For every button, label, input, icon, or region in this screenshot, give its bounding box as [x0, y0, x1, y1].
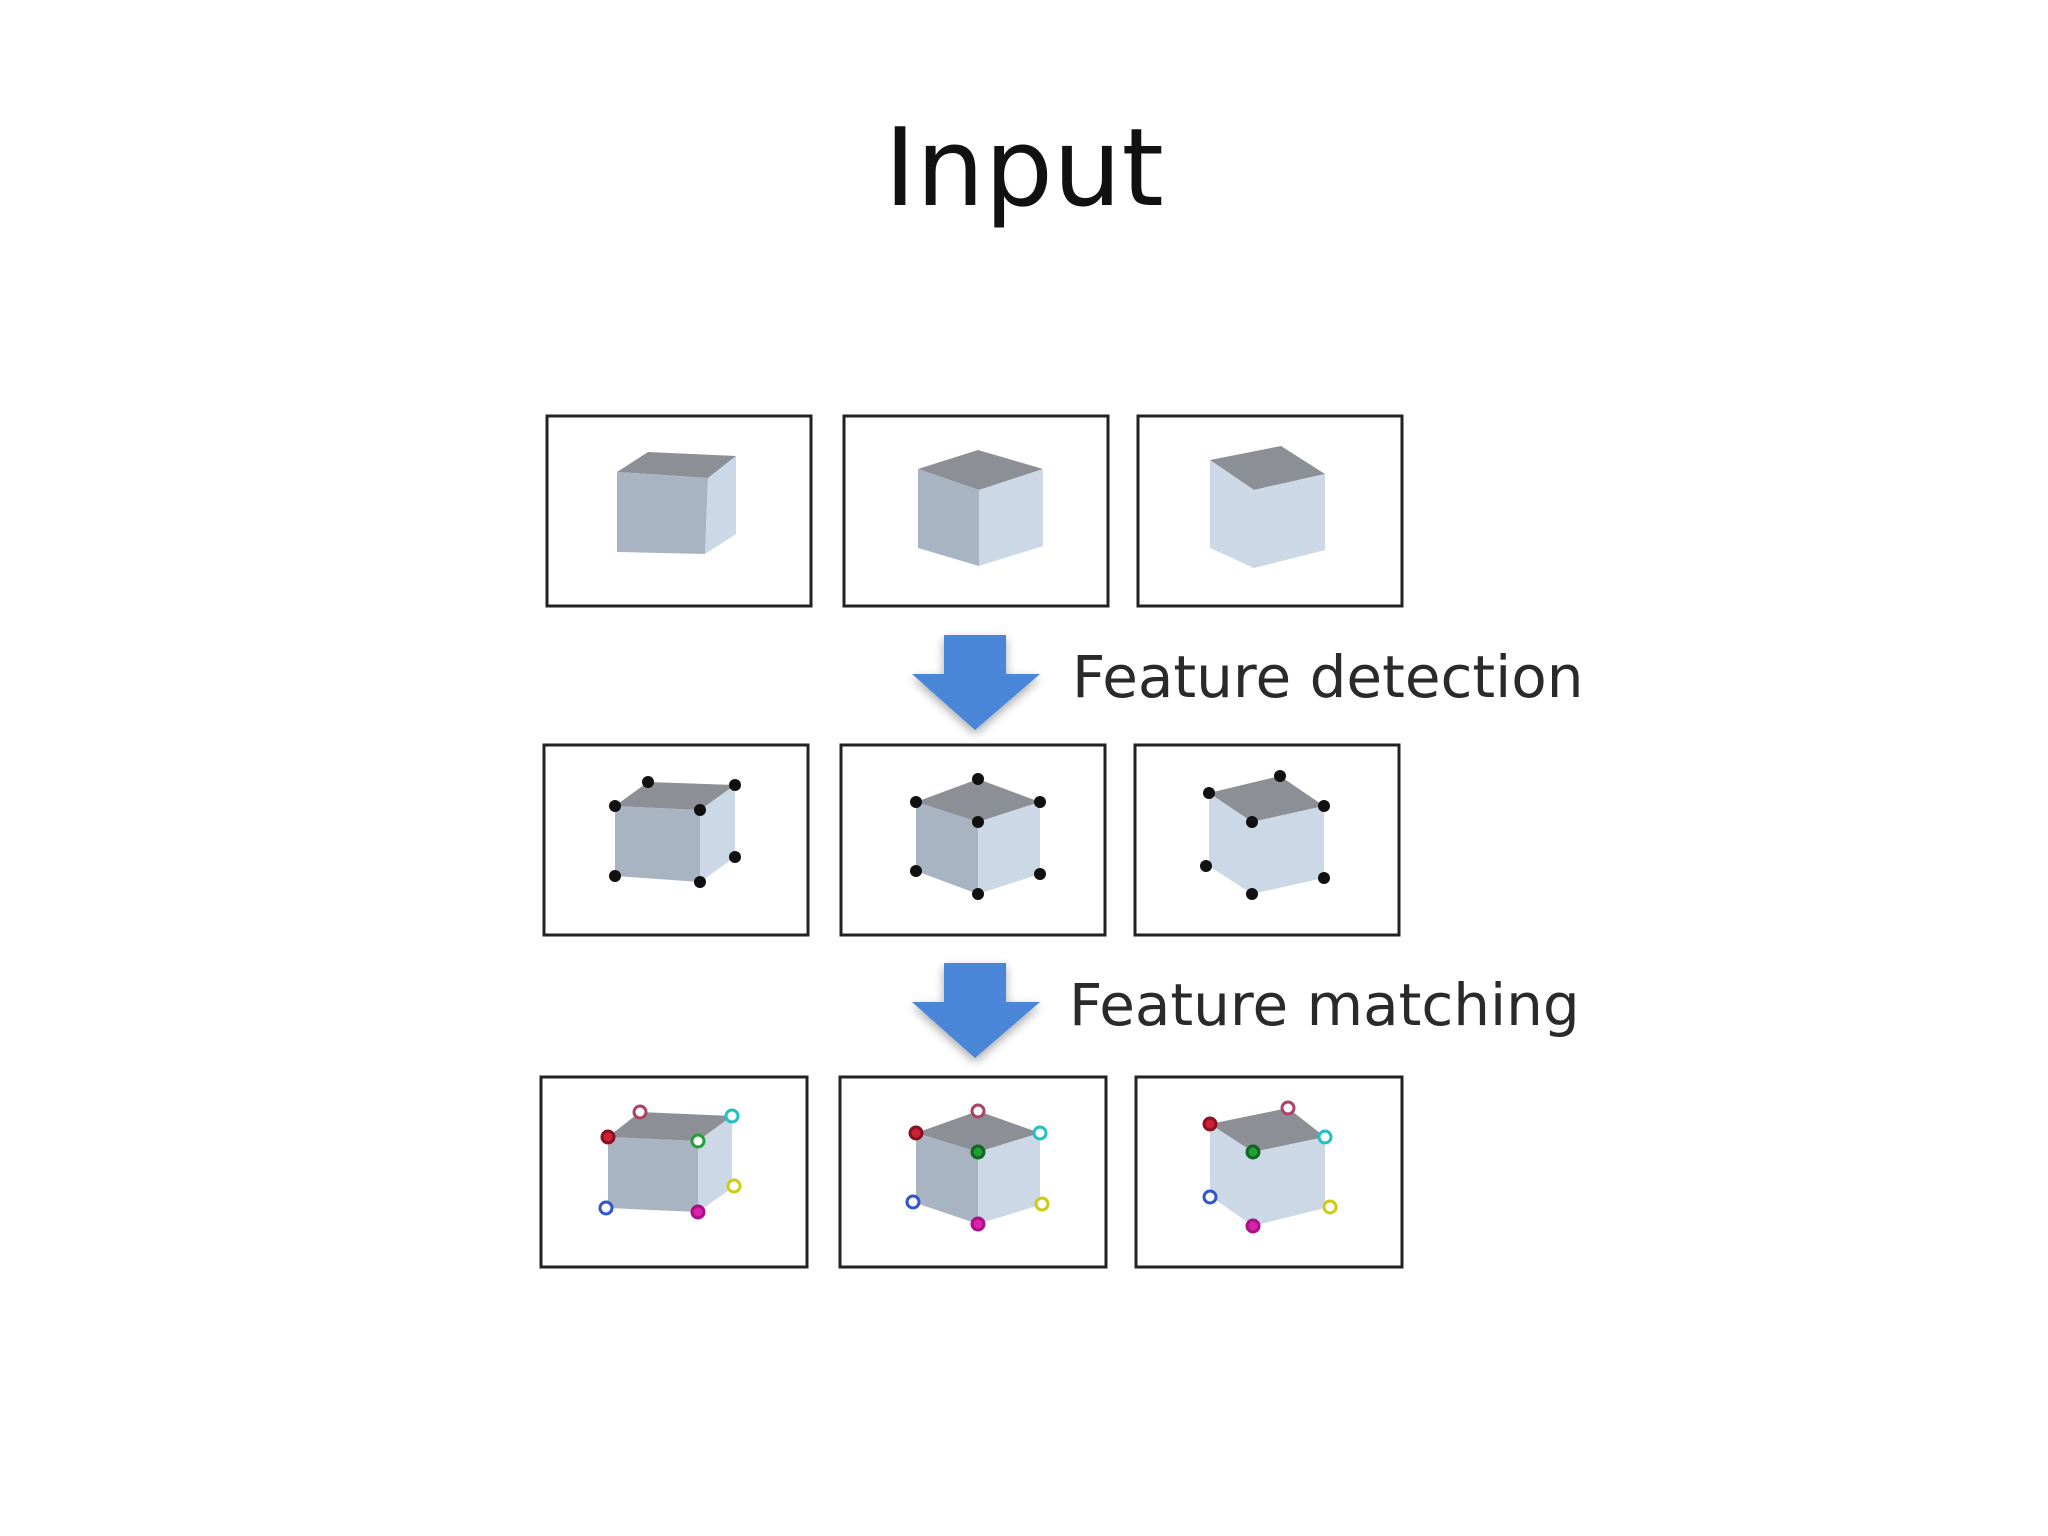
- keypoints: [1200, 770, 1330, 900]
- cube-top-face: [916, 779, 1040, 822]
- keypoints: [609, 776, 741, 888]
- feature-matching-label: Feature matching: [1069, 971, 1580, 1039]
- cube-side-face: [1252, 806, 1324, 894]
- cube-side-face: [979, 469, 1043, 566]
- slide-title: Input: [884, 106, 1164, 231]
- matched-keypoints: [1202, 1100, 1338, 1234]
- input-view-2: [842, 414, 1110, 608]
- cube-top-face: [1209, 776, 1324, 822]
- feature-detection-label: Feature detection: [1072, 643, 1584, 711]
- cube-front-face: [1209, 793, 1252, 894]
- matched-keypoints: [905, 1103, 1050, 1232]
- matching-view-3: [1134, 1075, 1404, 1269]
- detection-row: [542, 743, 1401, 937]
- cube-front-face: [918, 469, 979, 566]
- cube-side-face: [978, 1133, 1040, 1224]
- cube-side-face: [1253, 1137, 1325, 1226]
- cube-top-face: [1210, 1108, 1325, 1152]
- down-arrow-icon: [912, 963, 1040, 1058]
- input-view-1: [545, 414, 813, 608]
- cube-top-face: [1210, 446, 1325, 490]
- cube-front-face: [608, 1137, 698, 1212]
- cube-front-face: [916, 1133, 978, 1224]
- cube-side-face: [705, 456, 736, 554]
- down-arrow-icon: [912, 635, 1040, 730]
- matching-view-1: [539, 1075, 809, 1269]
- cube-front-face: [916, 802, 978, 894]
- detection-view-3: [1133, 743, 1401, 937]
- cube-side-face: [1254, 474, 1325, 568]
- cube-side-face: [698, 1116, 732, 1212]
- input-view-3: [1136, 414, 1404, 608]
- matched-keypoints: [598, 1104, 742, 1220]
- cube-side-face: [978, 802, 1040, 894]
- cube-top-face: [918, 450, 1043, 490]
- cube-front-face: [1210, 1124, 1253, 1226]
- cube-top-face: [615, 782, 735, 810]
- cube-top-face: [916, 1111, 1040, 1152]
- cube-side-face: [700, 785, 735, 882]
- matching-view-2: [838, 1075, 1108, 1269]
- input-row: [545, 414, 1404, 608]
- detection-view-1: [542, 743, 810, 937]
- cube-front-face: [1210, 460, 1254, 568]
- detection-arrow: [912, 635, 1040, 730]
- cube-top-face: [617, 452, 736, 478]
- matching-row: [539, 1075, 1404, 1269]
- matching-arrow: [912, 963, 1040, 1058]
- cube-front-face: [615, 806, 700, 882]
- detection-view-2: [839, 743, 1107, 937]
- keypoints: [910, 773, 1046, 900]
- cube-front-face: [617, 472, 708, 554]
